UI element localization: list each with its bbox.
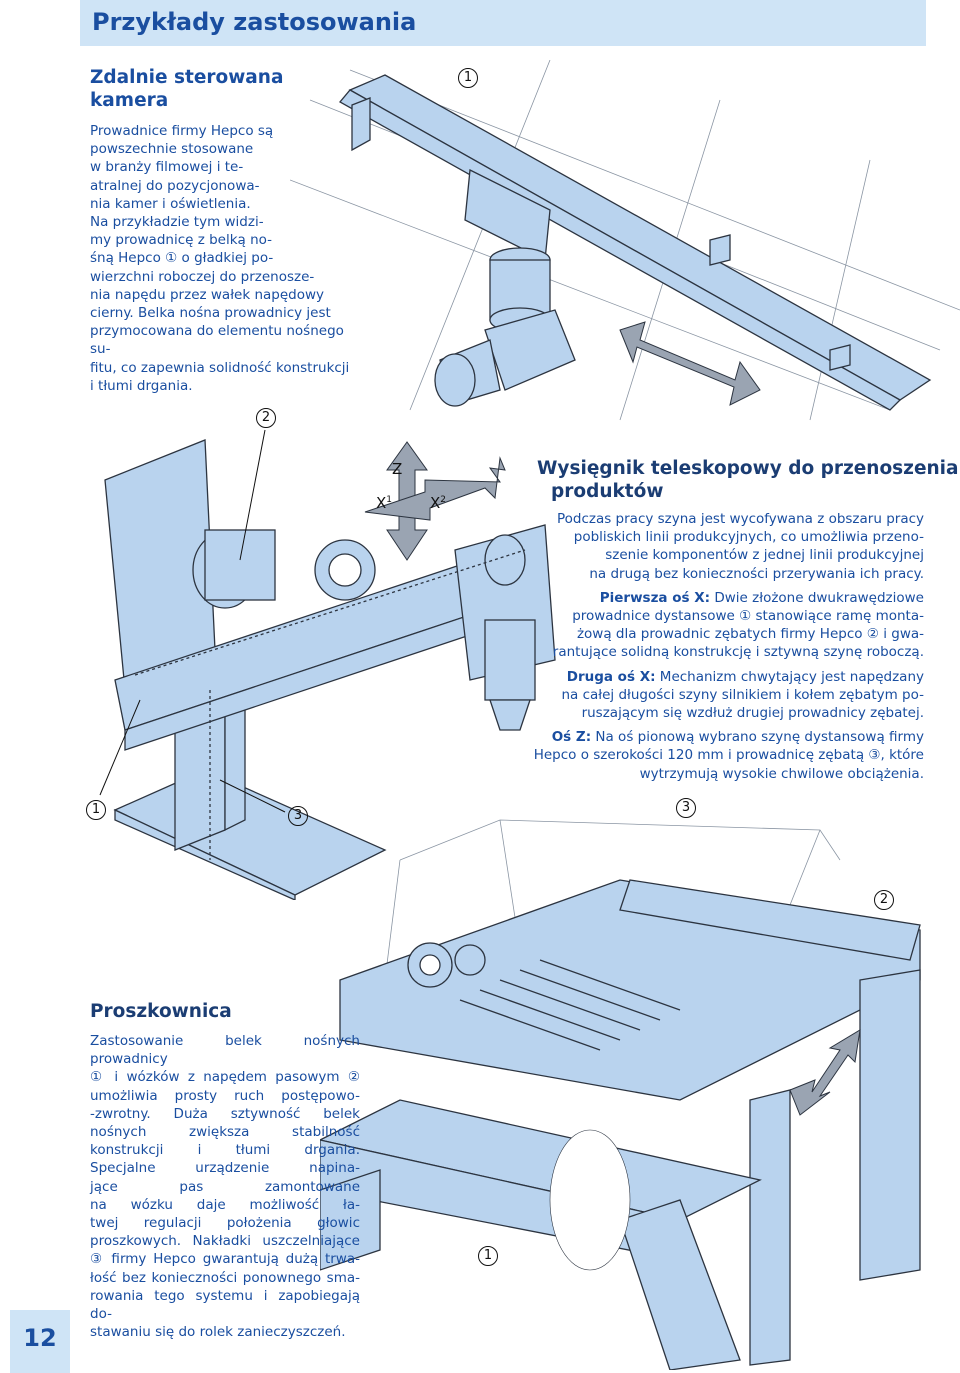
text-line: powszechnie stosowane [90, 141, 254, 158]
text-line: proszkowych. Nakładki uszczelniające [90, 1233, 360, 1250]
text-line: Oś Z: Na oś pionową wybrano szynę dystan… [510, 728, 924, 746]
text-line: na wózku daje możliwość ła- [90, 1196, 360, 1213]
section-title-powder: Proszkownica [90, 1001, 232, 1022]
text-line: nośnych zwiększa stabilność [90, 1124, 360, 1141]
callout-number: 1 [86, 800, 106, 820]
text-line: fitu, co zapewnia solidność konstrukcji [90, 359, 350, 376]
callout-number: 1 [458, 68, 478, 88]
axis-heading: Oś Z: [551, 729, 592, 746]
text-line-content: Mechanizm chwytający jest napędzany [659, 668, 924, 685]
text-line: w branży filmowej i te- [90, 159, 244, 176]
text-line-content: Dwie złożone dwukrawędziowe [714, 589, 924, 606]
text-line: prowadnice dystansowe ① stanowiące ramę … [572, 608, 924, 625]
text-line: ③ firmy Hepco gwarantują dużą trwa- [90, 1251, 360, 1268]
page-number: 12 [23, 1324, 57, 1352]
text-line: konstrukcji i tłumi drgania. [90, 1142, 360, 1159]
section-title-telescopic: Wysięgnik teleskopowy do przenoszenia pr… [537, 457, 959, 503]
header-bar: Przykłady zastosowania [80, 0, 926, 46]
callout-number: 3 [288, 806, 308, 826]
callout-number: 2 [874, 890, 894, 910]
axis-label-x1: X1 [376, 494, 392, 512]
text-line: rowania tego systemu i zapobiegają do- [90, 1287, 360, 1323]
axis-label-x2: X2 [430, 494, 446, 512]
section-title-camera: Zdalnie sterowana kamera [90, 66, 283, 112]
text-line: nia kamer i oświetlenia. [90, 195, 251, 212]
text-line: pobliskich linii produkcyjnych, co umożl… [573, 529, 924, 546]
telescopic-first-axis: Pierwsza oś X: Dwie złożone dwukrawędzio… [510, 589, 924, 662]
text-line-content: Na oś pionową wybrano szynę dystansową f… [595, 729, 924, 746]
text-line: -zwrotny. Duża sztywność belek [90, 1105, 360, 1122]
section-title-telescopic-line2: produktów [551, 481, 664, 502]
axis-label-z: Z [392, 460, 403, 478]
powder-machine-illustration [320, 819, 921, 1370]
text-line: wierzchni roboczej do przenosze- [90, 268, 315, 285]
telescopic-z-axis: Oś Z: Na oś pionową wybrano szynę dystan… [510, 728, 924, 783]
telescopic-description: Podczas pracy szyna jest wycofywana z ob… [510, 510, 924, 783]
text-line: ① i wózków z napędem pasowym ② [90, 1069, 360, 1086]
callout-number: 2 [256, 408, 276, 428]
text-line: atralnej do pozycjonowa- [90, 177, 260, 194]
axis-heading: Druga oś X: [566, 668, 656, 685]
callout-powder-3: 3 [676, 796, 696, 818]
text-line: my prowadnicę z belką no- [90, 232, 273, 249]
axis-heading: Pierwsza oś X: [599, 589, 711, 606]
text-line: Specjalne urządzenie napina- [90, 1160, 360, 1177]
text-line: żową dla prowadnic zębatych firmy Hepco … [576, 626, 924, 643]
text-line: umożliwia prosty ruch postępowo- [90, 1087, 360, 1104]
callout-arm-1: 1 [86, 798, 106, 820]
section-title-camera-line2: kamera [90, 90, 169, 111]
section-title-telescopic-line1: Wysięgnik teleskopowy do przenoszenia [537, 458, 959, 479]
text-line: śną Hepco ① o gładkiej po- [90, 250, 274, 267]
text-line: cierny. Belka nośna prowadnicy jest [90, 305, 331, 322]
text-line: Na przykładzie tym widzi- [90, 214, 264, 231]
text-line: przymocowana do elementu nośnego su- [90, 323, 344, 358]
callout-camera-1: 1 [458, 66, 478, 88]
text-line: Druga oś X: Mechanizm chwytający jest na… [510, 668, 924, 686]
text-line: na całej długości szyny silnikiem i kołe… [561, 686, 924, 703]
text-line: i tłumi drgania. [90, 377, 193, 394]
callout-powder-1: 1 [478, 1244, 498, 1266]
callout-number: 3 [676, 798, 696, 818]
axis-label-x2-letter: X [430, 494, 441, 512]
page-title: Przykłady zastosowania [92, 8, 417, 36]
text-line: Prowadnice firmy Hepco są [90, 123, 274, 139]
callout-arm-3: 3 [288, 804, 308, 826]
text-line: wytrzymują wysokie chwilowe obciążenia. [639, 765, 924, 782]
telescopic-second-axis: Druga oś X: Mechanizm chwytający jest na… [510, 668, 924, 723]
text-line: na drugą bez konieczności przerywania ic… [589, 565, 924, 582]
axis-label-x1-index: 1 [386, 495, 393, 505]
text-line: szenie komponentów z jednej linii produk… [605, 547, 924, 564]
page-number-tab: 12 [10, 1310, 70, 1373]
text-line: jące pas zamontowane [90, 1178, 360, 1195]
camera-rail-illustration [290, 60, 960, 421]
section-title-camera-line1: Zdalnie sterowana [90, 67, 284, 88]
axis-label-x2-index: 2 [440, 495, 447, 505]
text-line: stawaniu się do rolek zanieczyszczeń. [90, 1324, 346, 1341]
text-line: łość bez konieczności ponownego sma- [90, 1269, 360, 1286]
telescopic-intro: Podczas pracy szyna jest wycofywana z ob… [510, 510, 924, 583]
camera-description: Prowadnice firmy Hepco są powszechnie sto… [90, 122, 360, 395]
callout-leader-lines [99, 429, 286, 813]
telescopic-arm-illustration [104, 439, 556, 900]
callout-arm-2: 2 [256, 406, 276, 428]
text-line: twej regulacji położenia głowic [90, 1215, 360, 1232]
callout-number: 1 [478, 1246, 498, 1266]
text-line: Podczas pracy szyna jest wycofywana z ob… [556, 511, 924, 527]
axis-label-x1-letter: X [376, 494, 387, 512]
text-line: rantujące solidną konstrukcję i sztywną … [552, 644, 924, 661]
text-line: Zastosowanie belek nośnych prowadnicy [90, 1033, 360, 1068]
text-line: Pierwsza oś X: Dwie złożone dwukrawędzio… [510, 589, 924, 607]
callout-powder-2: 2 [874, 888, 894, 910]
text-line: Hepco o szerokości 120 mm i prowadnicę z… [533, 747, 924, 764]
text-line: ruszającym się wzdłuż drugiej prowadnicy… [581, 705, 924, 722]
text-line: nia napędu przez wałek napędowy [90, 286, 325, 303]
